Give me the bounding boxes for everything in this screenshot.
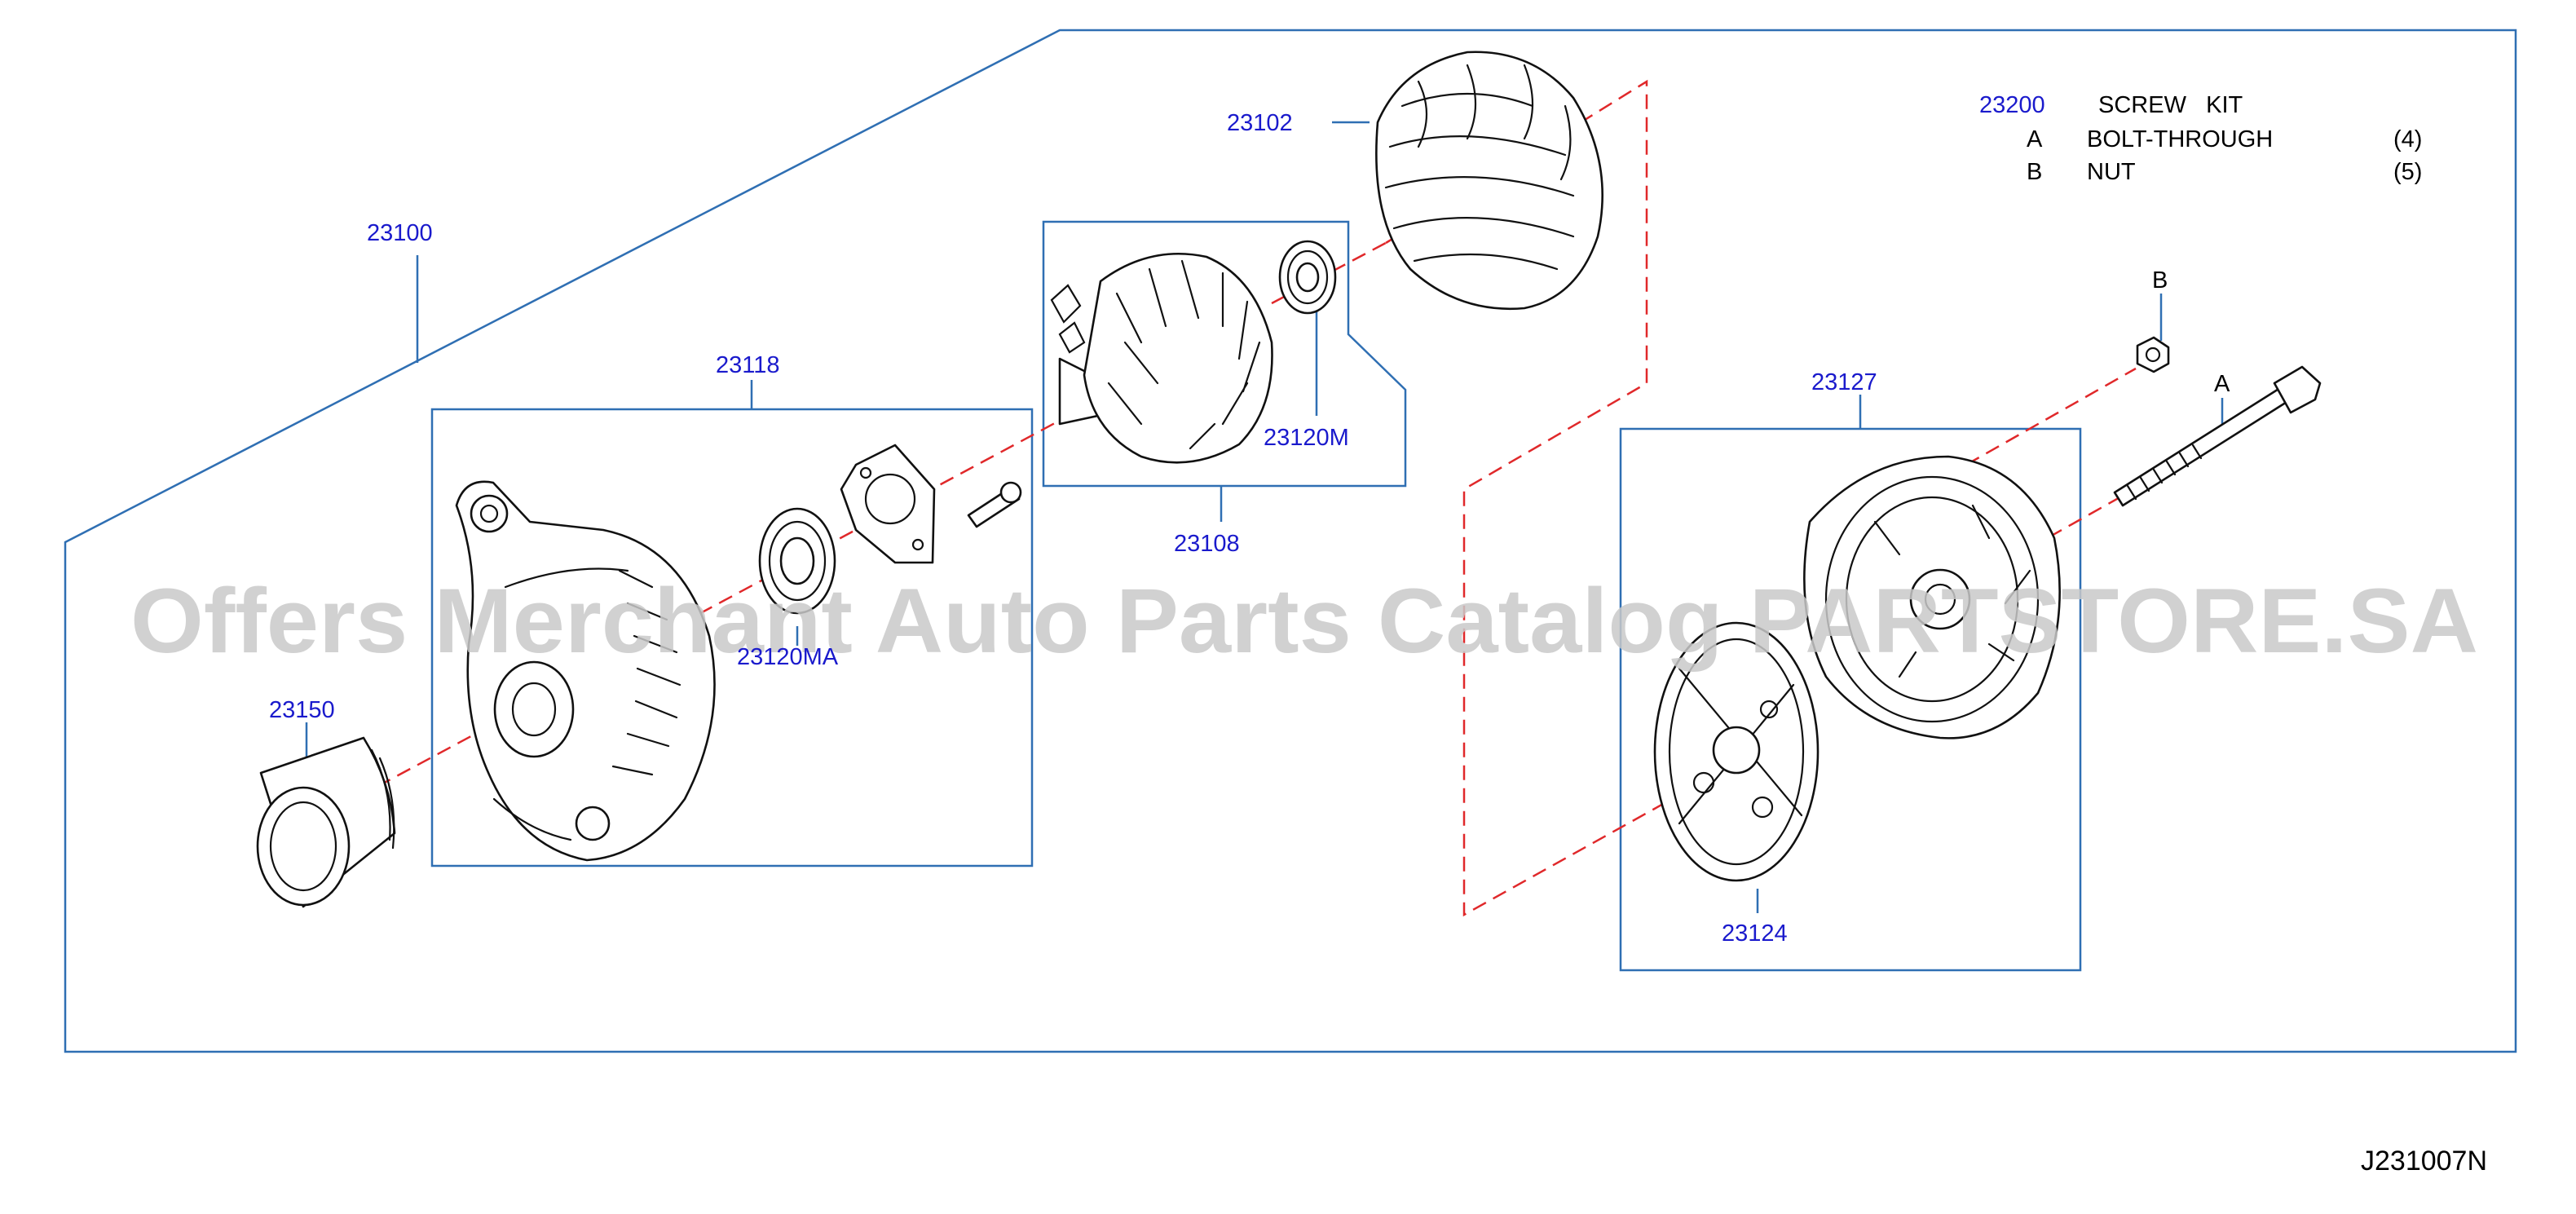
callout-23102[interactable]: 23102 [1227, 110, 1293, 136]
assembly-border [64, 29, 2517, 1053]
bearing-23120MA [758, 507, 836, 615]
kit-row-key: B [2027, 159, 2042, 185]
callout-23127[interactable]: 23127 [1811, 369, 1877, 395]
bolt-through-A [2113, 365, 2322, 507]
callout-23118[interactable]: 23118 [716, 352, 780, 378]
front-housing-23118 [455, 480, 716, 862]
screw-kit-title: SCREW KIT [2098, 92, 2243, 118]
kit-row-qty: (4) [2393, 126, 2422, 152]
box-23118 [430, 408, 1034, 867]
screw-kit-legend: 23200 SCREW KIT A BOLT-THROUGH (4) B NUT… [1979, 92, 2422, 185]
box-23127 [1619, 427, 2082, 972]
stator-23102 [1375, 51, 1604, 311]
callout-23100[interactable]: 23100 [367, 220, 433, 246]
kit-row-name: BOLT-THROUGH [2087, 126, 2273, 152]
callout-B[interactable]: B [2152, 267, 2168, 294]
rear-cover-23124 [1653, 621, 1820, 882]
rear-housing-23127 [1803, 455, 2061, 739]
kit-row-qty: (5) [2393, 159, 2422, 185]
callout-23120MA[interactable]: 23120MA [737, 644, 839, 670]
callout-23150[interactable]: 23150 [269, 697, 335, 723]
callout-labels: 23100 23118 23150 23120MA 23102 23108 23… [269, 110, 2230, 947]
callout-23108[interactable]: 23108 [1174, 531, 1240, 557]
bearing-23120M [1278, 240, 1337, 315]
retainer-plate [840, 444, 936, 564]
screw-kit-number[interactable]: 23200 [1979, 92, 2045, 118]
callout-A[interactable]: A [2214, 371, 2230, 397]
box-23108 [1042, 220, 1407, 488]
rotor-23108 [1050, 252, 1273, 464]
kit-row-key: A [2027, 126, 2043, 152]
nut-B [2136, 336, 2170, 373]
drawing-code: J231007N [2361, 1146, 2487, 1176]
kit-row-name: NUT [2087, 159, 2136, 185]
leader-lines [305, 121, 2224, 913]
pulley-23150 [256, 736, 396, 908]
retainer-screw [967, 481, 1022, 528]
callout-23124[interactable]: 23124 [1722, 920, 1788, 947]
watermark-text: Offers Merchant Auto Parts Catalog PARTS… [130, 570, 2478, 672]
callout-23120M[interactable]: 23120M [1264, 425, 1349, 451]
